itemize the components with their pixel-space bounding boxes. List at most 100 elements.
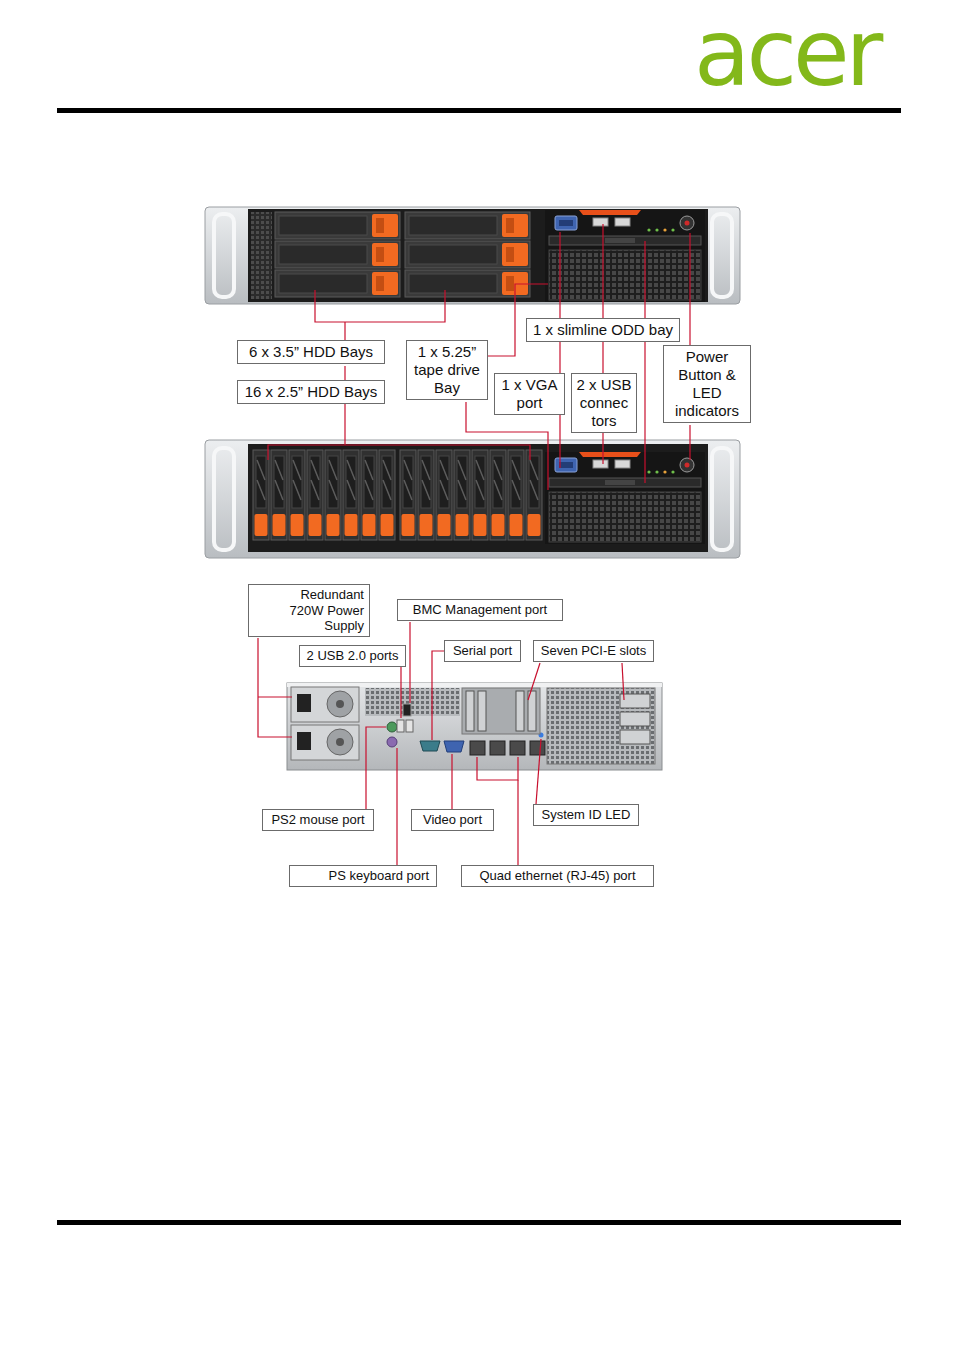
pci-slot-area — [462, 688, 540, 734]
footer-rule — [57, 1220, 901, 1225]
leader-line — [400, 667, 401, 718]
drive-slot — [472, 450, 488, 540]
pci-slot — [466, 691, 474, 731]
leader-line — [477, 757, 518, 780]
leader-line — [559, 342, 560, 373]
server-front-2-5 — [205, 440, 740, 558]
bezel — [248, 209, 708, 302]
ps2-mouse-port — [387, 722, 397, 732]
callout-text: 16 x 2.5” HDD Bays — [242, 383, 380, 401]
callout-text: PS2 mouse port — [267, 812, 369, 828]
power-inlet — [297, 694, 311, 712]
leader-line — [344, 322, 345, 340]
leader-line — [602, 342, 603, 373]
psu-fan — [327, 691, 353, 717]
callout-text: 1 x VGA port — [498, 376, 561, 412]
callout-text: 2 x USB connec tors — [575, 376, 633, 430]
callout-box: PS2 mouse port — [262, 809, 374, 831]
rj45-port — [530, 741, 545, 755]
leader-line — [602, 432, 603, 464]
callout-box: 1 x 5.25” tape drive Bay — [406, 340, 488, 400]
brand-logo: acer — [694, 8, 879, 100]
control-panel — [545, 210, 705, 302]
leader-line — [689, 233, 690, 345]
vent — [251, 212, 272, 299]
chassis — [205, 207, 740, 304]
drive-slot — [307, 450, 323, 540]
drive-bay — [405, 212, 530, 239]
callout-box: PS keyboard port — [289, 865, 437, 887]
drive-slot — [271, 450, 287, 540]
pci-slot — [620, 730, 650, 744]
rear-vent — [547, 688, 655, 764]
drive-slot — [508, 450, 524, 540]
leader-line — [466, 402, 548, 490]
callout-box: 1 x slimline ODD bay — [526, 318, 680, 342]
drive-slot — [436, 450, 452, 540]
callout-text: Seven PCI-E slots — [538, 643, 649, 659]
drive-slot — [379, 450, 395, 540]
callout-text: Serial port — [449, 643, 516, 659]
pci-slot — [516, 691, 524, 731]
callout-text: Redundant 720W Power Supply — [277, 587, 364, 634]
server-front-3-5 — [205, 207, 740, 304]
drive-bay — [275, 212, 400, 239]
callout-box: 2 x USB connec tors — [571, 373, 637, 433]
rj45-port — [510, 741, 525, 755]
power-supply — [291, 725, 359, 760]
callout-text: 1 x 5.25” tape drive Bay — [410, 343, 484, 397]
drive-slot — [289, 450, 305, 540]
psu-fan — [327, 729, 353, 755]
drive-slot — [343, 450, 359, 540]
drive-bay — [275, 241, 400, 268]
callout-box: 2 USB 2.0 ports — [299, 645, 406, 667]
ps2-keyboard-port — [387, 737, 397, 747]
drive-slot — [526, 450, 542, 540]
leader-line — [536, 739, 541, 804]
rack-handle — [214, 214, 234, 297]
drive-bay — [405, 270, 530, 297]
drive-slot — [490, 450, 506, 540]
leader-line — [559, 232, 560, 318]
leader-line — [689, 425, 690, 460]
psu-fan-hub — [336, 738, 344, 746]
rj45-port — [470, 741, 485, 755]
usb-port — [397, 720, 404, 732]
callout-text: Video port — [416, 812, 489, 828]
leader-line — [344, 404, 345, 445]
power-inlet — [297, 732, 311, 750]
drive-slot — [454, 450, 470, 540]
leader-line — [559, 415, 560, 468]
pci-slot — [478, 691, 486, 731]
serial-port — [420, 741, 440, 751]
leader-line — [622, 663, 624, 700]
drive-bay — [405, 241, 530, 268]
header-rule — [57, 108, 901, 113]
usb-port — [406, 720, 413, 732]
rack-handle — [214, 448, 234, 550]
drive-slot — [400, 450, 416, 540]
leader-line — [644, 342, 645, 483]
callout-text: BMC Management port — [402, 602, 558, 618]
callout-text: 6 x 3.5” HDD Bays — [242, 343, 380, 361]
drive-slot — [253, 450, 269, 540]
leader-line — [432, 651, 444, 740]
drive-bay — [275, 270, 400, 297]
leader-line — [258, 638, 292, 737]
leader-line — [644, 241, 645, 318]
callout-box: Quad ethernet (RJ-45) port — [461, 865, 654, 887]
drive-slot — [361, 450, 377, 540]
pci-slot — [620, 694, 650, 708]
leader-line — [344, 366, 345, 380]
video-port — [444, 741, 464, 752]
drive-slot — [325, 450, 341, 540]
leader-line — [258, 696, 292, 697]
chassis — [287, 683, 662, 770]
callout-box: Power Button & LED indicators — [663, 345, 751, 423]
callout-text: 2 USB 2.0 ports — [304, 648, 401, 664]
callout-box: System ID LED — [533, 804, 639, 826]
chassis — [205, 440, 740, 558]
callout-text: PS keyboard port — [294, 868, 429, 884]
